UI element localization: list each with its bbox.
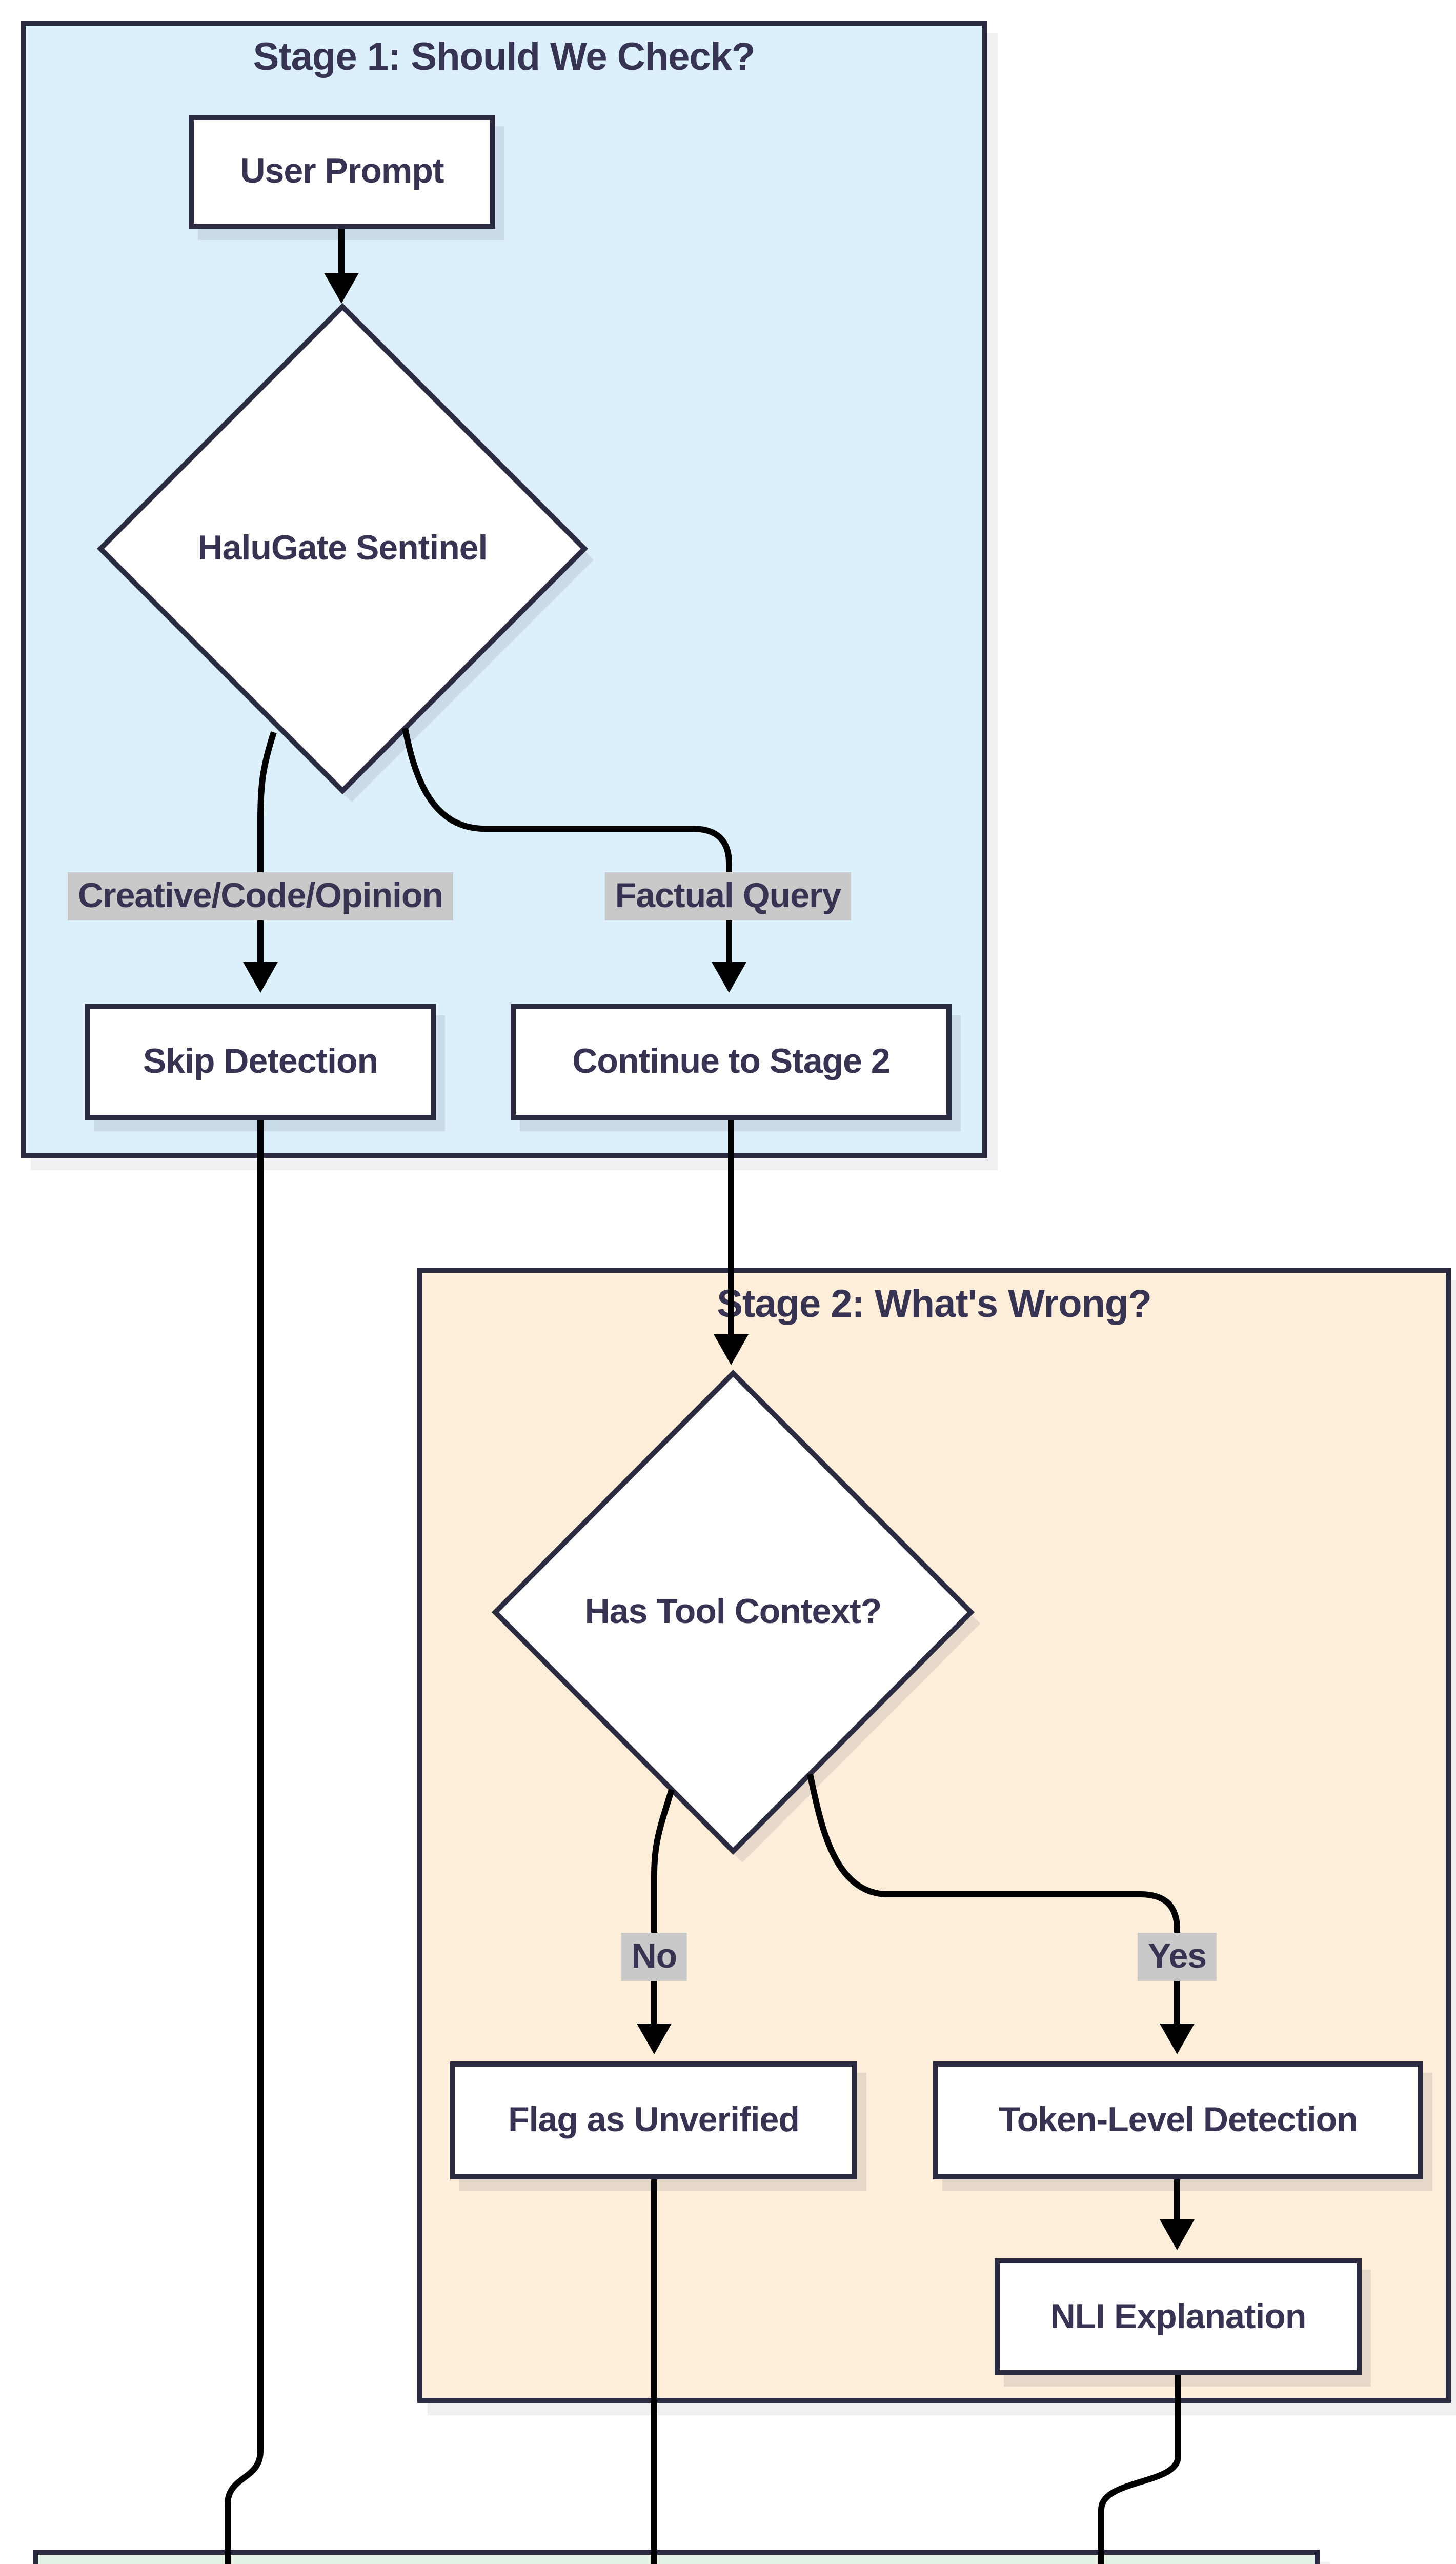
node-label: Skip Detection [143,1042,378,1081]
arrowhead [712,962,746,993]
edge-label-no: No [621,1933,687,1981]
node-label: User Prompt [240,152,444,191]
subgraph-title-stage2: Stage 2: What's Wrong? [717,1283,1152,1326]
node-nli-explanation: NLI Explanation [995,2258,1362,2375]
node-halugate-sentinel-label: HaluGate Sentinel [197,529,488,568]
arrowhead [324,273,359,304]
node-user-prompt: User Prompt [189,115,495,229]
arrowhead [243,962,278,993]
edge-nli-to-report [1098,2375,1181,2564]
edge-sentinel-to-skip [257,731,277,964]
arrowhead [637,2024,672,2054]
node-flag-as-unverified: Flag as Unverified [450,2061,857,2179]
node-label: Flag as Unverified [508,2100,800,2139]
node-label: Token-Level Detection [999,2100,1358,2139]
edge-has-tool-to-flag [651,1789,675,2026]
arrowhead [1160,2219,1195,2250]
edge-has-tool-to-token [807,1773,1180,2026]
arrowhead [714,1334,749,1365]
edge-skip-to-pass [225,1120,264,2564]
node-label: NLI Explanation [1050,2297,1307,2336]
subgraph-title-stage1: Stage 1: Should We Check? [253,36,756,79]
edge-sentinel-to-continue [402,727,732,964]
node-label: Continue to Stage 2 [572,1042,890,1081]
edge-label-factual-query: Factual Query [604,872,852,920]
edge-label-yes: Yes [1137,1933,1217,1981]
subgraph-detection-output: Detection Output [33,2550,1320,2564]
node-skip-detection: Skip Detection [85,1004,436,1120]
node-continue-to-stage-2: Continue to Stage 2 [511,1004,952,1120]
node-has-tool-context-label: Has Tool Context? [584,1592,882,1631]
arrowhead [1160,2024,1195,2054]
edge-label-creative-code-opinion: Creative/Code/Opinion [68,872,453,920]
decision-diamond-has-tool-context [491,1369,975,1855]
subgraph-stage2: Stage 2: What's Wrong? [417,1268,1451,2403]
node-token-level-detection: Token-Level Detection [933,2061,1423,2179]
decision-diamond-halugate-sentinel [96,303,589,795]
